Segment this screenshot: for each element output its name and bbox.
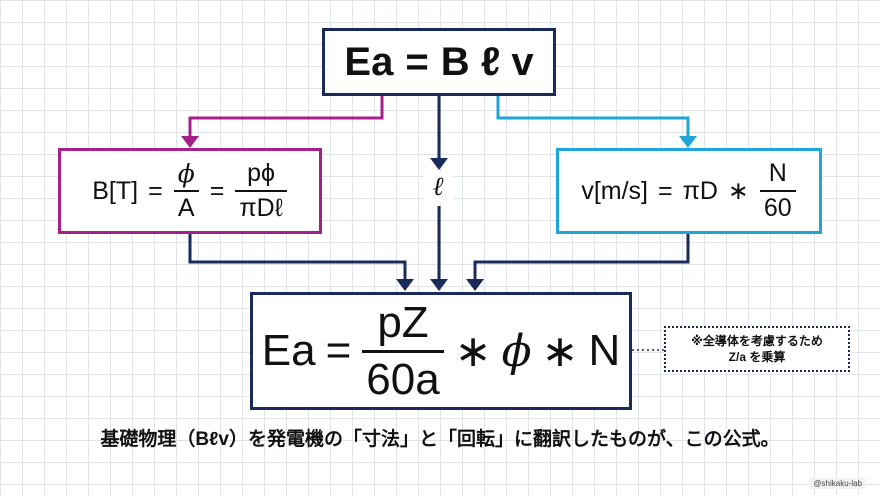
arrowhead-bottom-right [466, 279, 484, 291]
bottom-eq: = [325, 326, 352, 375]
ell-label: ℓ [423, 172, 453, 202]
left-fraction-1: ϕ A [173, 159, 199, 223]
top-lhs: Ea [344, 39, 394, 84]
left-formula-box: B[T] = ϕ A = pϕ πDℓ [58, 148, 322, 234]
left-frac1-den: A [173, 190, 199, 223]
right-op: ∗ [727, 177, 749, 205]
top-rhs: B ℓ v [440, 39, 534, 84]
bottom-formula-box: Ea = pZ 60a ∗ ϕ ∗ N [250, 292, 632, 410]
top-eq: = [405, 39, 429, 84]
left-eq1: = [148, 176, 163, 205]
left-fraction-2: pϕ πDℓ [235, 159, 287, 223]
right-frac-den: 60 [759, 190, 796, 223]
arrowhead-bottom-mid [430, 279, 448, 291]
bottom-op2: ∗ [541, 326, 579, 376]
bottom-lhs: Ea [261, 326, 316, 375]
right-lhs: v[m/s] [581, 176, 648, 205]
left-frac1-num: ϕ [177, 159, 195, 188]
watermark: @shikaku-lab [809, 478, 866, 489]
bottom-op1: ∗ [454, 326, 492, 376]
note-box: ※全導体を考慮するため Z/a を乗算 [664, 326, 850, 372]
arrow-to-left-box [188, 96, 384, 138]
caption: 基礎物理（Bℓv）を発電機の「寸法」と「回転」に翻訳したものが、この公式。 [100, 429, 780, 450]
right-frac-num: N [768, 159, 787, 187]
arrowhead-bottom-left [396, 279, 414, 291]
bottom-frac-num: pZ [377, 297, 429, 347]
arrow-left-to-bottom [188, 234, 407, 280]
left-frac2-den: πDℓ [235, 190, 287, 223]
left-frac2-num: pϕ [247, 159, 275, 187]
note-line-2: Z/a を乗算 [728, 350, 786, 364]
right-term: πD [682, 176, 718, 205]
arrowhead-left-box [181, 136, 199, 148]
top-formula-box: Ea = B ℓ v [322, 28, 556, 96]
bottom-n: N [588, 326, 621, 375]
bottom-frac-den: 60a [362, 349, 444, 405]
arrowhead-right-box [679, 136, 697, 148]
left-eq2: = [209, 176, 225, 205]
arrow-right-to-bottom [473, 234, 690, 280]
right-fraction: N 60 [759, 159, 796, 223]
right-formula-box: v[m/s] = πD ∗ N 60 [556, 148, 822, 234]
note-line-1: ※全導体を考慮するため [691, 334, 823, 348]
arrowhead-ell [430, 158, 448, 170]
bottom-phi: ϕ [501, 325, 532, 377]
left-lhs: B[T] [92, 176, 139, 205]
bottom-fraction: pZ 60a [362, 297, 444, 405]
arrow-to-right-box [496, 96, 690, 138]
right-eq: = [657, 176, 673, 205]
